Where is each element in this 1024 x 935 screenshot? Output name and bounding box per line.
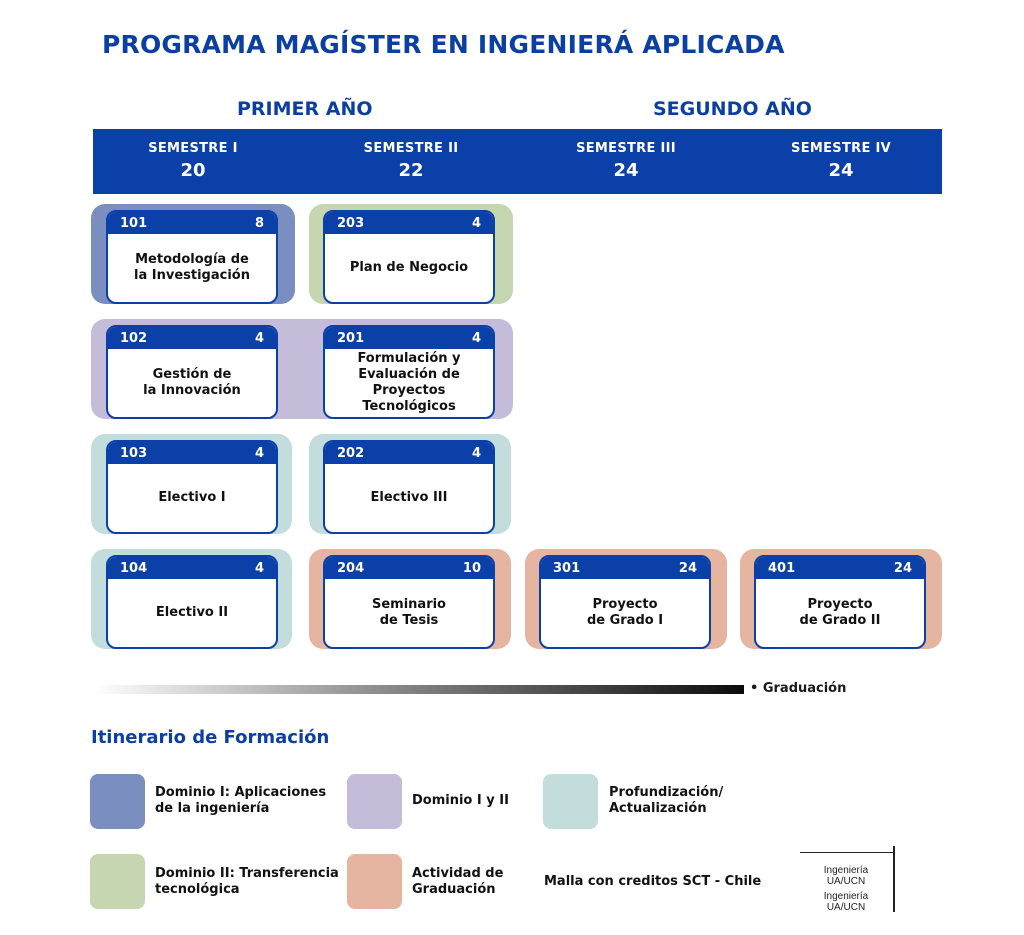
semester-header-4: SEMESTRE IV 24 [741, 129, 941, 194]
course-credits: 4 [471, 330, 481, 346]
course-card-204: 204 10 Seminario de Tesis [323, 555, 495, 649]
logo-text: Ingeniería UA/UCN [823, 865, 869, 887]
legend-label-dominio-1: Dominio I: Aplicaciones de la ingeniería [155, 785, 327, 816]
graduation-timeline [93, 685, 744, 694]
legend-label-dominio-2: Dominio II: Transferencia tecnológica [155, 866, 339, 897]
course-credits: 24 [678, 560, 697, 576]
course-card-202: 202 4 Electivo III [323, 440, 495, 534]
course-code: 101 [120, 215, 148, 231]
legend-swatch-dominio-1 [90, 774, 145, 829]
course-card-104: 104 4 Electivo II [106, 555, 278, 649]
logo-text: Ingeniería UA/UCN [823, 891, 869, 911]
semester-label: SEMESTRE IV [791, 141, 891, 156]
course-credits: 8 [254, 215, 264, 231]
semester-credits: 22 [398, 160, 424, 181]
course-card-301: 301 24 Proyecto de Grado I [539, 555, 711, 649]
course-code: 203 [337, 215, 365, 231]
semester-header-3: SEMESTRE III 24 [526, 129, 726, 194]
course-code: 204 [337, 560, 365, 576]
course-credits: 4 [471, 445, 481, 461]
course-name: Formulación y Evaluación de Proyectos Te… [357, 351, 461, 414]
legend-swatch-profundizacion [543, 774, 598, 829]
legend-title: Itinerario de Formación [91, 727, 330, 748]
logo-divider [893, 846, 895, 912]
course-credits: 4 [254, 445, 264, 461]
year-label-second: SEGUNDO AÑO [653, 98, 812, 120]
semester-header-bar: SEMESTRE I 20 SEMESTRE II 22 SEMESTRE II… [93, 129, 942, 194]
semester-credits: 20 [180, 160, 206, 181]
semester-header-2: SEMESTRE II 22 [311, 129, 511, 194]
semester-header-1: SEMESTRE I 20 [93, 129, 293, 194]
course-name: Plan de Negocio [349, 260, 469, 275]
legend-swatch-dominio-2 [90, 854, 145, 909]
course-name: Seminario de Tesis [371, 597, 446, 628]
legend-note: Malla con creditos SCT - Chile [544, 874, 762, 889]
course-card-203: 203 4 Plan de Negocio [323, 210, 495, 304]
course-code: 202 [337, 445, 365, 461]
course-name: Metodología de la Investigación [134, 252, 250, 283]
course-credits: 24 [893, 560, 912, 576]
course-credits: 4 [254, 560, 264, 576]
course-name: Electivo II [155, 605, 229, 620]
course-name: Gestión de la Innovación [143, 367, 241, 398]
course-name: Electivo I [158, 490, 226, 505]
semester-credits: 24 [613, 160, 639, 181]
course-credits: 4 [471, 215, 481, 231]
page-title: PROGRAMA MAGÍSTER EN INGENIERÁ APLICADA [102, 30, 785, 59]
legend-label-profundizacion: Profundización/ Actualización [609, 785, 724, 816]
course-code: 201 [337, 330, 365, 346]
legend-swatch-dominio-1-2 [347, 774, 402, 829]
semester-label: SEMESTRE I [148, 141, 238, 156]
year-label-first: PRIMER AÑO [237, 98, 373, 120]
semester-label: SEMESTRE III [576, 141, 676, 156]
course-credits: 4 [254, 330, 264, 346]
semester-credits: 24 [828, 160, 854, 181]
course-card-401: 401 24 Proyecto de Grado II [754, 555, 926, 649]
course-card-201: 201 4 Formulación y Evaluación de Proyect… [323, 325, 495, 419]
course-credits: 10 [462, 560, 481, 576]
course-name: Proyecto de Grado II [799, 597, 881, 628]
course-card-101: 101 8 Metodología de la Investigación [106, 210, 278, 304]
course-name: Proyecto de Grado I [586, 597, 664, 628]
legend-label-dominio-1-2: Dominio I y II [412, 793, 509, 808]
course-code: 103 [120, 445, 148, 461]
graduation-label: • Graduación [750, 681, 847, 696]
semester-label: SEMESTRE II [363, 141, 459, 156]
legend-label-graduacion: Actividad de Graduación [412, 866, 504, 897]
course-code: 102 [120, 330, 148, 346]
course-code: 104 [120, 560, 148, 576]
course-code: 401 [768, 560, 796, 576]
institution-logo: Ingeniería UA/UCN Ingeniería UA/UCN [800, 840, 896, 912]
course-card-103: 103 4 Electivo I [106, 440, 278, 534]
course-card-102: 102 4 Gestión de la Innovación [106, 325, 278, 419]
logo-divider [800, 852, 895, 853]
legend-swatch-graduacion [347, 854, 402, 909]
course-name: Electivo III [370, 490, 448, 505]
course-code: 301 [553, 560, 581, 576]
